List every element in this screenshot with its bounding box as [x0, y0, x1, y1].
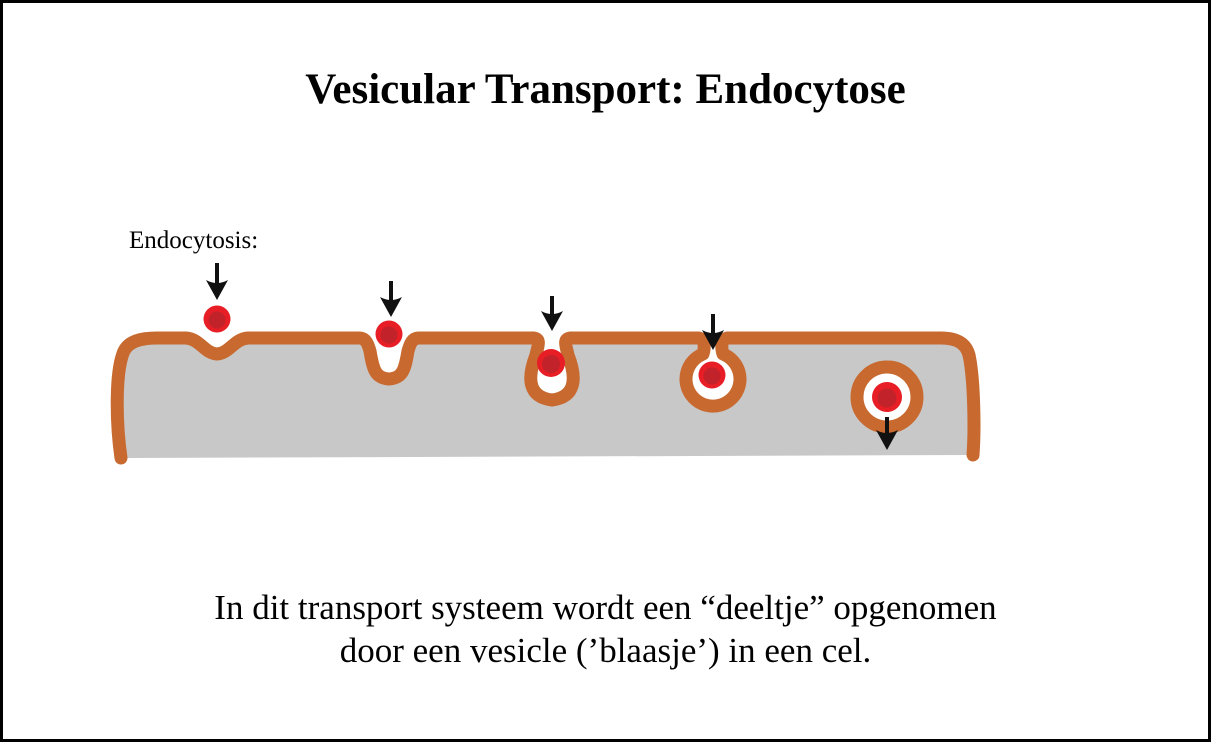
- arrow-head: [380, 297, 402, 317]
- particle-stage-1: [203, 305, 231, 333]
- caption: In dit transport systeem wordt een “deel…: [3, 586, 1208, 672]
- particle-core: [380, 326, 398, 344]
- endocytosis-label: Endocytosis:: [129, 227, 259, 254]
- caption-line-2: door een vesicle (’blaasje’) in een cel.: [339, 631, 872, 670]
- particle-stage-3: [537, 349, 565, 377]
- down-arrow-icon-5: [876, 417, 898, 450]
- particle-core: [542, 355, 560, 373]
- particle-stage-2: [375, 320, 403, 348]
- particle-stage-4: [698, 361, 726, 389]
- arrow-head: [702, 330, 724, 350]
- particle-core: [877, 388, 897, 408]
- cell-membrane: [110, 331, 981, 465]
- down-arrow-icon-2: [380, 281, 402, 317]
- particle-stage-5: [872, 382, 902, 412]
- endocytosis-diagram: [110, 263, 981, 465]
- down-arrow-icon-3: [541, 296, 563, 331]
- down-arrow-icon-4: [702, 314, 724, 350]
- arrow-head: [876, 430, 898, 450]
- arrow-head: [541, 311, 563, 331]
- caption-line-1: In dit transport systeem wordt een “deel…: [214, 588, 997, 627]
- particle-core: [208, 311, 226, 329]
- down-arrow-icon-1: [206, 263, 228, 300]
- cytoplasm: [117, 338, 974, 458]
- particle-core: [703, 367, 721, 385]
- page-title: Vesicular Transport: Endocytose: [305, 66, 906, 113]
- arrow-head: [206, 280, 228, 300]
